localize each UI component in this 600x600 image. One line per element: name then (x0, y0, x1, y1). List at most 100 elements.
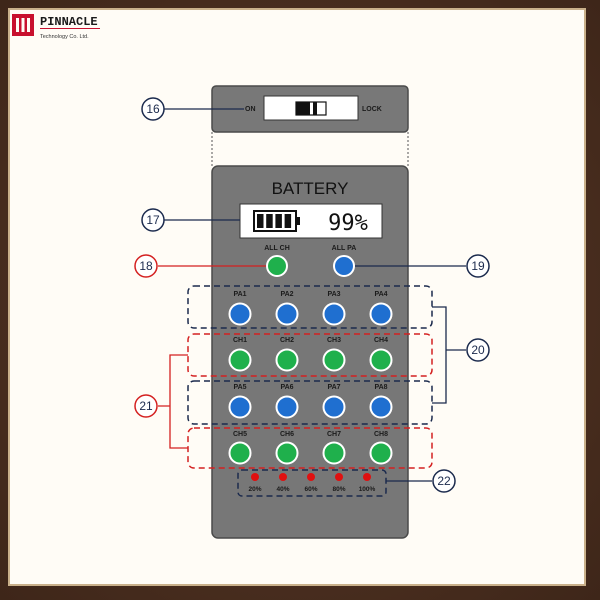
button-label-ch8: CH8 (374, 431, 388, 438)
battery-title: BATTERY (272, 179, 349, 198)
level-led-label-40: 40% (276, 486, 289, 493)
pa-group-2-outline (187, 380, 433, 425)
remote-body (211, 165, 409, 539)
button-label-ch2: CH2 (280, 337, 294, 344)
battery-bar (266, 214, 273, 228)
lcd-screen (239, 203, 383, 239)
button-label-pa6: PA6 (280, 384, 293, 391)
button-label-pa1: PA1 (233, 291, 246, 298)
callout-19: 19 (466, 254, 490, 278)
logo-subtitle: Technology Co. Ltd. (40, 34, 89, 40)
all-ch-label: ALL CH (264, 245, 290, 252)
level-led-label-20: 20% (248, 486, 261, 493)
button-label-pa2: PA2 (280, 291, 293, 298)
callout-20-bracket (432, 306, 466, 404)
button-label-pa7: PA7 (327, 384, 340, 391)
switch-knob (296, 102, 310, 115)
callout-18-number: 18 (139, 259, 153, 273)
callout-21-number: 21 (139, 399, 153, 413)
battery-icon (253, 210, 300, 232)
callout-19-circle (466, 254, 490, 278)
level-led-100 (363, 473, 371, 481)
all-pa-label: ALL PA (332, 245, 357, 252)
all-ch-button[interactable] (266, 255, 288, 277)
all-pa-button[interactable] (333, 255, 355, 277)
battery-level-bars (257, 214, 292, 228)
button-pa2[interactable] (275, 302, 299, 326)
callout-22-circle (432, 469, 456, 493)
logo-mark-stroke-mid (21, 18, 25, 32)
button-pa4[interactable] (369, 302, 393, 326)
button-ch7[interactable] (322, 441, 346, 465)
battery-bar (257, 214, 264, 228)
power-lock-switch[interactable] (295, 101, 327, 116)
button-label-ch7: CH7 (327, 431, 341, 438)
button-ch2[interactable] (275, 348, 299, 372)
battery-bar (284, 214, 292, 228)
logo-underline (40, 28, 100, 29)
led-group-outline (237, 469, 387, 497)
logo-name: PINNACLE (40, 15, 98, 29)
logo-mark-stroke-right (27, 18, 30, 32)
button-pa5[interactable] (228, 395, 252, 419)
switch-ridge (313, 102, 317, 115)
level-led-20 (251, 473, 259, 481)
button-ch4[interactable] (369, 348, 393, 372)
button-ch6[interactable] (275, 441, 299, 465)
callout-20: 20 (466, 338, 490, 362)
lcd-display: 99% (239, 203, 383, 239)
callout-17-circle (141, 208, 165, 232)
callout-16-number: 16 (146, 102, 160, 116)
button-label-ch1: CH1 (233, 337, 247, 344)
callout-16: 16 (141, 97, 165, 121)
button-ch8[interactable] (369, 441, 393, 465)
battery-percent: 99% (328, 211, 368, 236)
button-label-ch3: CH3 (327, 337, 341, 344)
button-ch5[interactable] (228, 441, 252, 465)
level-led-80 (335, 473, 343, 481)
button-pa1[interactable] (228, 302, 252, 326)
button-label-ch5: CH5 (233, 431, 247, 438)
level-led-label-80: 80% (332, 486, 345, 493)
logo-mark-stroke-left (16, 18, 19, 32)
button-pa7[interactable] (322, 395, 346, 419)
callout-21: 21 (134, 394, 158, 418)
battery-bar (275, 214, 282, 228)
level-led-60 (307, 473, 315, 481)
level-led-40 (279, 473, 287, 481)
button-label-ch4: CH4 (374, 337, 388, 344)
button-label-pa8: PA8 (374, 384, 387, 391)
button-label-pa3: PA3 (327, 291, 340, 298)
callout-20-circle (466, 338, 490, 362)
callout-19-number: 19 (471, 259, 485, 273)
callout-21-circle (134, 394, 158, 418)
switch-on-label: ON (245, 106, 256, 113)
button-label-ch6: CH6 (280, 431, 294, 438)
callout-18-circle (134, 254, 158, 278)
switch-lock-label: LOCK (362, 106, 382, 113)
pinnacle-logo: PINNACLE Technology Co. Ltd. (12, 14, 100, 40)
level-led-label-60: 60% (304, 486, 317, 493)
button-pa6[interactable] (275, 395, 299, 419)
pa-group-1-outline (187, 285, 433, 329)
button-pa8[interactable] (369, 395, 393, 419)
battery-level-leds: 20% 40% 60% 80% 100% (248, 473, 376, 493)
callout-21-bracket (158, 354, 188, 449)
callout-22-number: 22 (437, 474, 451, 488)
button-pa3[interactable] (322, 302, 346, 326)
ch-group-1-outline (187, 333, 433, 377)
callout-16-circle (141, 97, 165, 121)
switch-panel: ON LOCK (211, 85, 409, 133)
button-ch3[interactable] (322, 348, 346, 372)
button-label-pa4: PA4 (374, 291, 387, 298)
button-ch1[interactable] (228, 348, 252, 372)
battery-icon-tip (296, 217, 300, 225)
callout-18: 18 (134, 254, 158, 278)
callout-17: 17 (141, 208, 165, 232)
level-led-label-100: 100% (359, 486, 376, 493)
button-label-pa5: PA5 (233, 384, 246, 391)
callout-20-number: 20 (471, 343, 485, 357)
callout-17-number: 17 (146, 213, 160, 227)
